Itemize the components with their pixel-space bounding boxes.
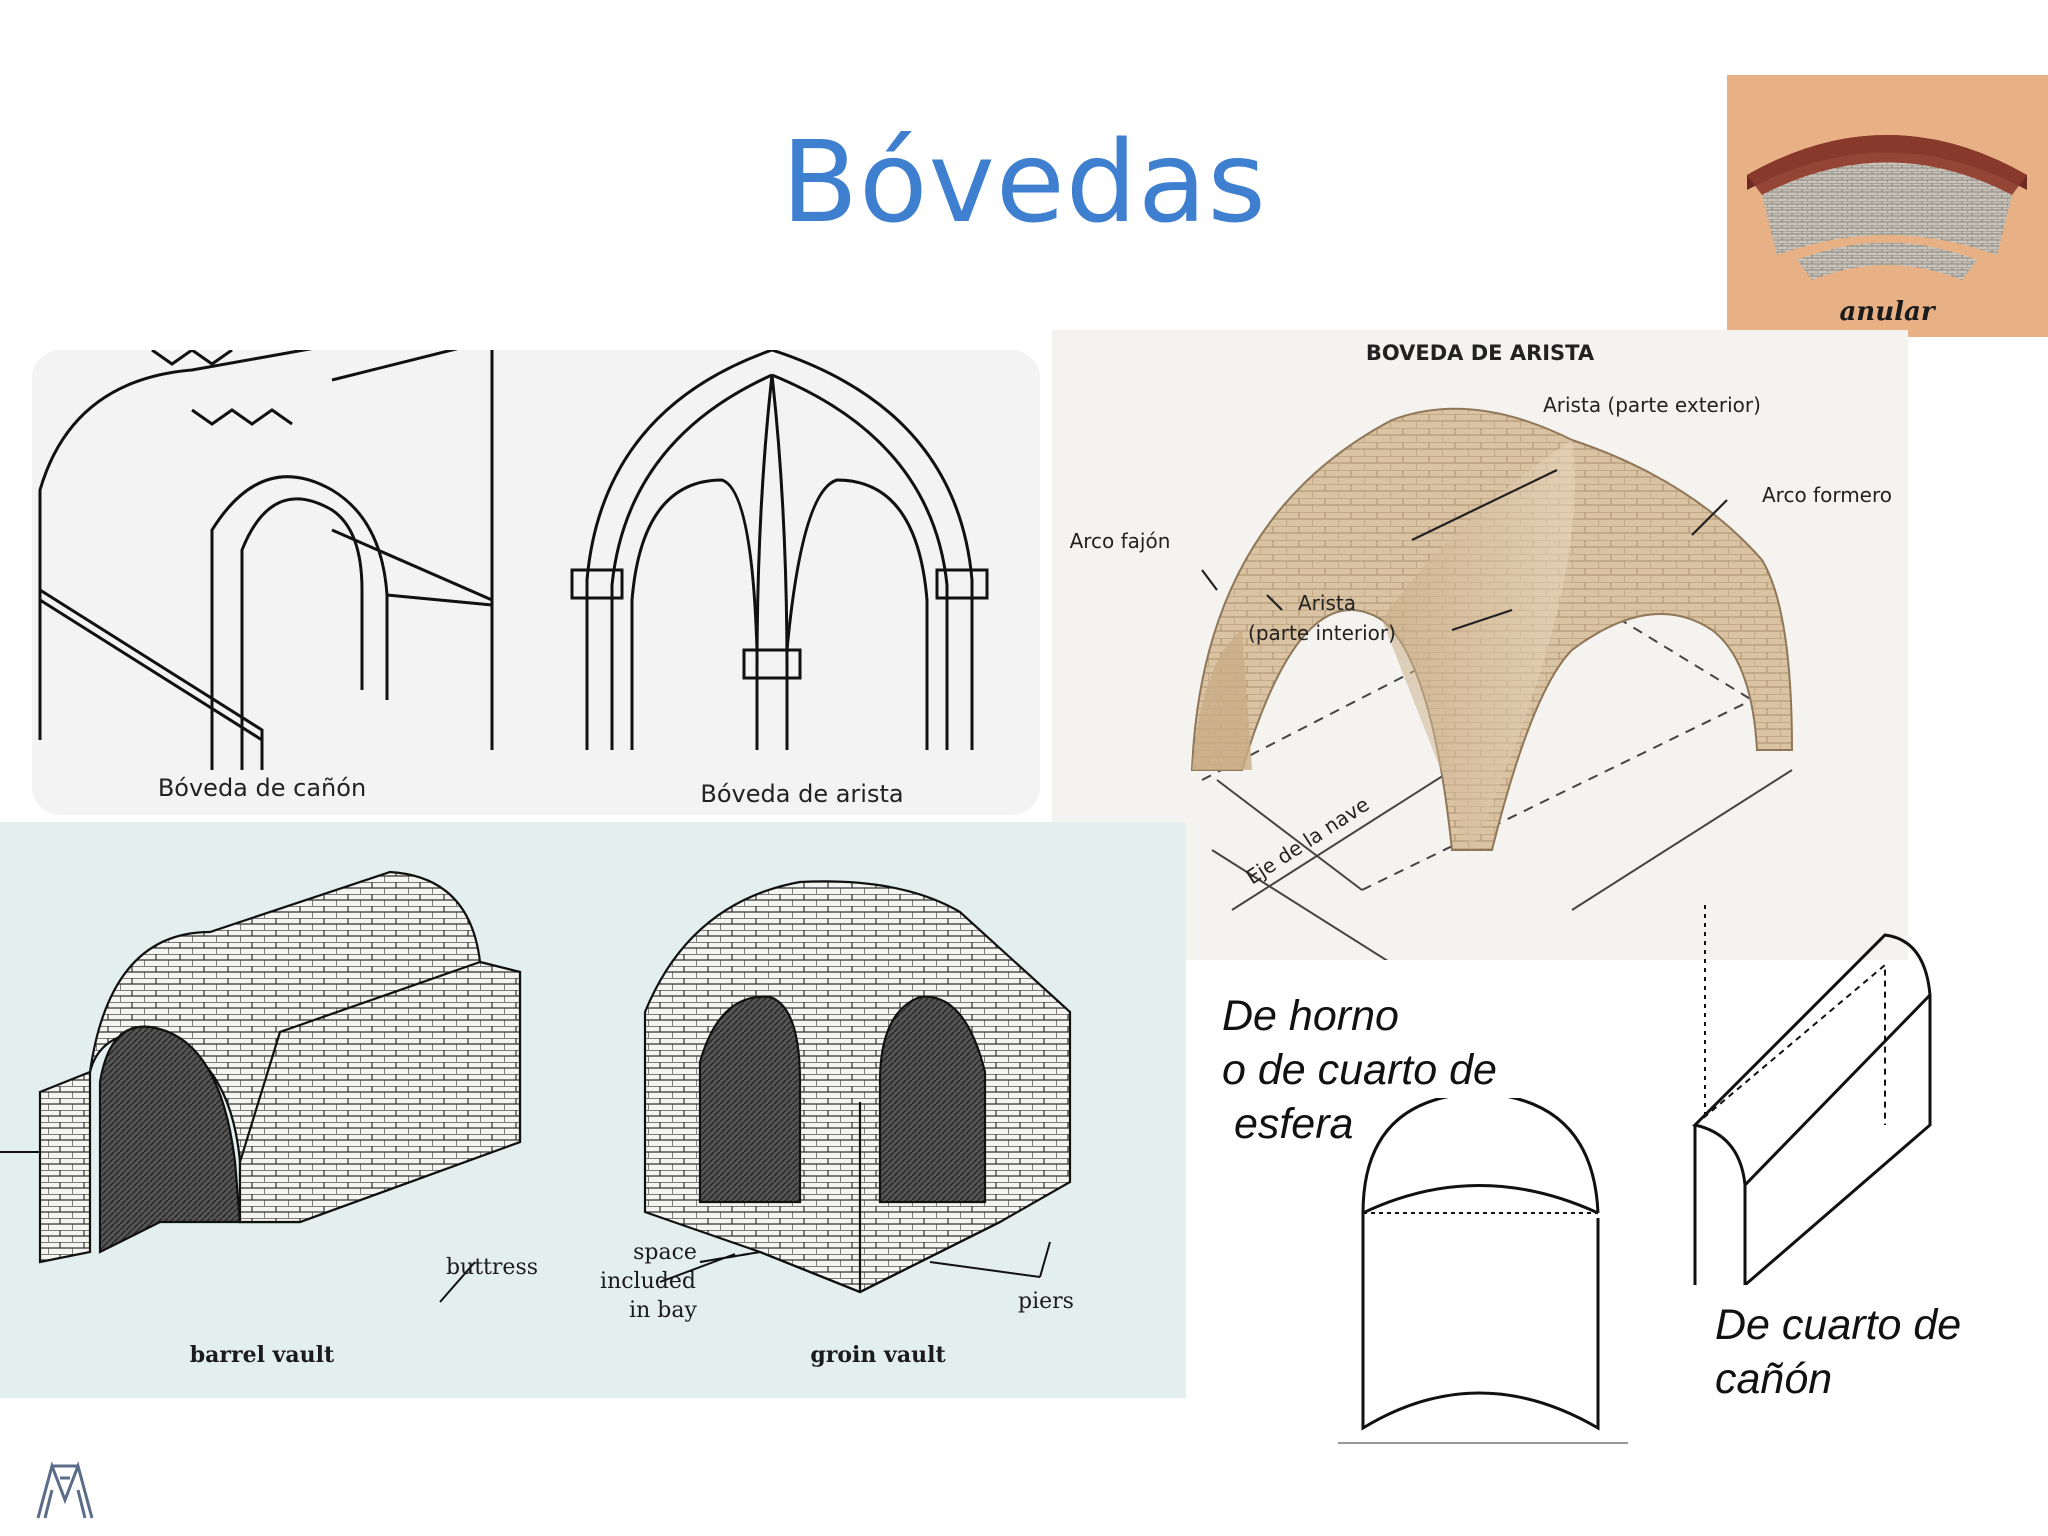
anular-vault-image: anular	[1727, 75, 2048, 337]
label-space-1: space	[633, 1240, 697, 1265]
slide-title: Bóvedas	[781, 118, 1267, 248]
label-space-3: in bay	[629, 1298, 697, 1323]
english-vaults-figure: barrel vault groin vault buttress space …	[0, 822, 1186, 1398]
label-buttress: buttress	[446, 1255, 538, 1280]
caption-boveda-arista: Bóveda de arista	[700, 780, 903, 808]
caption-groin-vault: groin vault	[810, 1342, 946, 1368]
cuarto-canon-label: De cuarto de cañón	[1715, 1301, 1962, 1403]
classic-vaults-drawing: Bóveda de cañón Bóveda de arista	[38, 350, 989, 808]
horno-vault-label: De horno o de cuarto de esfera	[1222, 992, 1497, 1148]
boveda-arista-diagram: BOVEDA DE ARISTA Arista (parte exterior)…	[1052, 330, 1908, 960]
caption-boveda-canon: Bóveda de cañón	[158, 774, 366, 802]
caption-barrel-vault: barrel vault	[190, 1342, 335, 1368]
institution-logo	[30, 1460, 100, 1522]
anular-vault-drawing: anular	[1727, 75, 2048, 337]
classic-vaults-figure: Bóveda de cañón Bóveda de arista	[32, 350, 1040, 815]
english-vaults-drawing: barrel vault groin vault buttress space …	[0, 822, 1186, 1398]
label-arco-fajon: Arco fajón	[1070, 529, 1171, 553]
label-space-2: included	[600, 1269, 696, 1294]
label-arista-exterior: Arista (parte exterior)	[1543, 393, 1761, 417]
anular-caption: anular	[1839, 297, 1936, 327]
label-arista-interior-1: Arista	[1298, 591, 1356, 615]
arista-heading: BOVEDA DE ARISTA	[1366, 341, 1595, 365]
label-arista-interior-2: (parte interior)	[1248, 621, 1396, 645]
label-arco-formero: Arco formero	[1762, 483, 1892, 507]
cuarto-canon-drawing	[1685, 905, 2015, 1285]
logo-icon	[36, 1461, 94, 1519]
horno-vault-drawing	[1328, 1098, 1638, 1498]
label-piers: piers	[1018, 1289, 1074, 1314]
boveda-arista-drawing: BOVEDA DE ARISTA Arista (parte exterior)…	[1052, 330, 1908, 960]
